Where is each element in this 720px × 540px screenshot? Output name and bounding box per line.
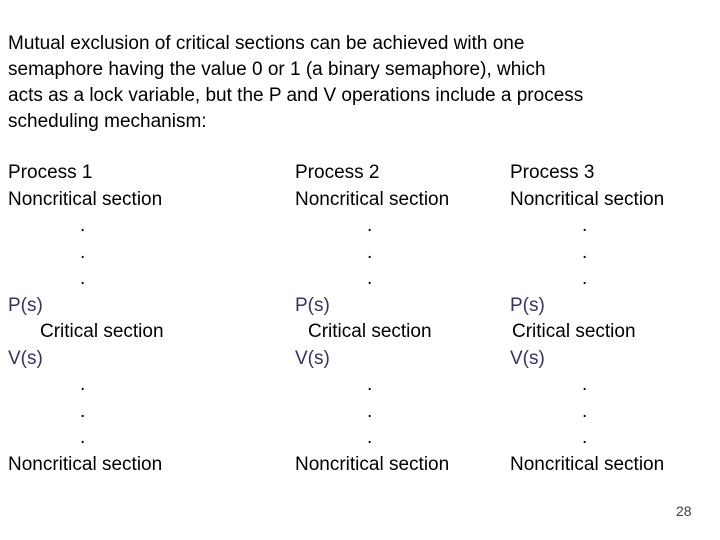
code-line: Noncritical section xyxy=(8,188,163,210)
intro-line: Mutual exclusion of critical sections ca… xyxy=(8,33,525,54)
process-title: Process 3 xyxy=(510,162,595,183)
intro-line: semaphore having the value 0 or 1 (a bin… xyxy=(8,59,546,80)
ellipsis-dot: . xyxy=(582,400,588,422)
code-line: Critical section xyxy=(308,321,432,342)
semaphore-op-line: P(s) xyxy=(510,294,545,316)
ellipsis-dot: . xyxy=(80,241,86,263)
ellipsis-dot: . xyxy=(582,241,588,263)
code-line: Noncritical section xyxy=(510,188,665,210)
ellipsis-dot: . xyxy=(367,427,373,448)
page-number: 28 xyxy=(676,503,692,519)
process-title: Process 1 xyxy=(8,162,93,183)
ellipsis-dot: . xyxy=(582,427,588,448)
ellipsis-dot: . xyxy=(80,400,86,422)
ellipsis-dot: . xyxy=(367,268,373,289)
process-column-3: Process 3 Noncritical section... P(s) Criti… xyxy=(510,160,715,478)
intro-line: acts as a lock variable, but the P and V… xyxy=(8,85,584,106)
ellipsis-dot: . xyxy=(80,374,86,395)
semaphore-op-line: V(s) xyxy=(510,347,545,369)
semaphore-op-line: P(s) xyxy=(8,294,43,316)
ellipsis-dot: . xyxy=(367,241,373,263)
code-line: Critical section xyxy=(40,321,164,342)
ellipsis-dot: . xyxy=(367,374,373,395)
intro-line: scheduling mechanism: xyxy=(8,111,207,132)
semaphore-op-line: V(s) xyxy=(8,347,43,369)
code-line: Noncritical section xyxy=(510,453,665,475)
ellipsis-dot: . xyxy=(582,374,588,395)
ellipsis-dot: . xyxy=(80,215,86,236)
ellipsis-dot: . xyxy=(80,268,86,289)
ellipsis-dot: . xyxy=(367,215,373,236)
process-column-1: Process 1 Noncritical section... P(s) Criti… xyxy=(8,160,293,478)
process-column-2: Process 2 Noncritical section... P(s) Criti… xyxy=(295,160,508,478)
ellipsis-dot: . xyxy=(80,427,86,448)
semaphore-op-line: P(s) xyxy=(295,294,330,316)
intro-paragraph: Mutual exclusion of critical sections ca… xyxy=(8,31,583,135)
code-line: Critical section xyxy=(512,321,636,342)
ellipsis-dot: . xyxy=(582,268,588,289)
semaphore-op-line: V(s) xyxy=(295,347,330,369)
code-line: Noncritical section xyxy=(8,453,163,475)
process-title: Process 2 xyxy=(295,162,380,183)
ellipsis-dot: . xyxy=(582,215,588,236)
ellipsis-dot: . xyxy=(367,400,373,422)
code-line: Noncritical section xyxy=(295,188,450,210)
code-line: Noncritical section xyxy=(295,453,450,475)
